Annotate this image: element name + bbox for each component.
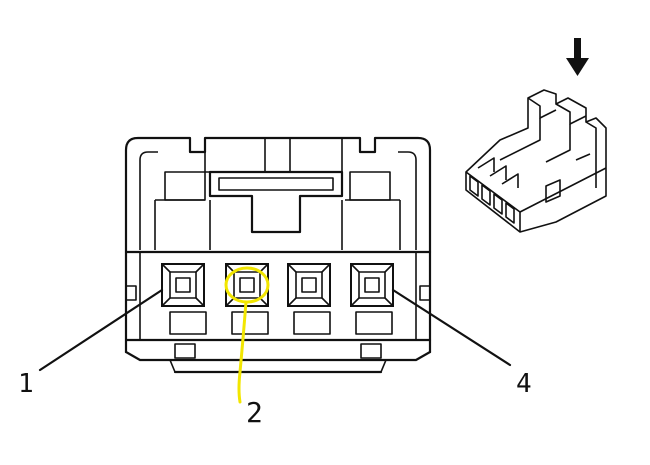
leader-pin-1 [38,288,164,372]
callout-pin-2: 2 [246,396,263,429]
pin-cavity-4 [350,263,394,307]
lock-window-2 [231,311,269,335]
lock-window-3 [293,311,331,335]
lock-window-4 [355,311,393,335]
leader-pin-4 [391,288,512,367]
callout-pin-1: 1 [18,369,34,399]
lock-window-1 [169,311,207,335]
connector-face [124,136,432,374]
pin-cavity-1 [161,263,205,307]
callout-pin-4: 4 [516,369,532,399]
arrow-down-icon [566,38,589,76]
pin-cavity-3 [287,263,331,307]
connector-isometric-view [465,89,607,233]
pin-cavity-2 [225,263,269,307]
highlight-pin-2: 2 [224,266,270,429]
